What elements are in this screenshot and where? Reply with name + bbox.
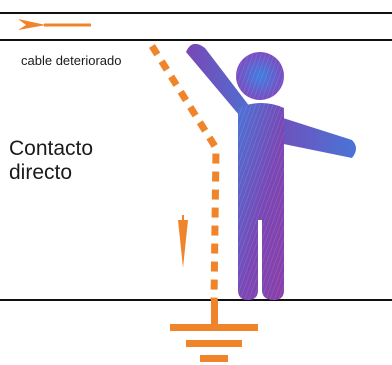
contact-label-line1: Contacto: [9, 137, 94, 160]
contact-label: Contacto directo: [9, 137, 93, 185]
down-arrow-icon: [178, 215, 188, 268]
contact-label-line2: directo: [9, 161, 73, 184]
person-figure-icon: [186, 43, 356, 300]
flow-arrow-shaft: [44, 23, 91, 27]
current-path: [149, 44, 220, 301]
cable-label: cable deteriorado: [21, 53, 122, 68]
ground-symbol-icon: [170, 300, 258, 362]
flow-arrow-icon: [18, 19, 46, 30]
